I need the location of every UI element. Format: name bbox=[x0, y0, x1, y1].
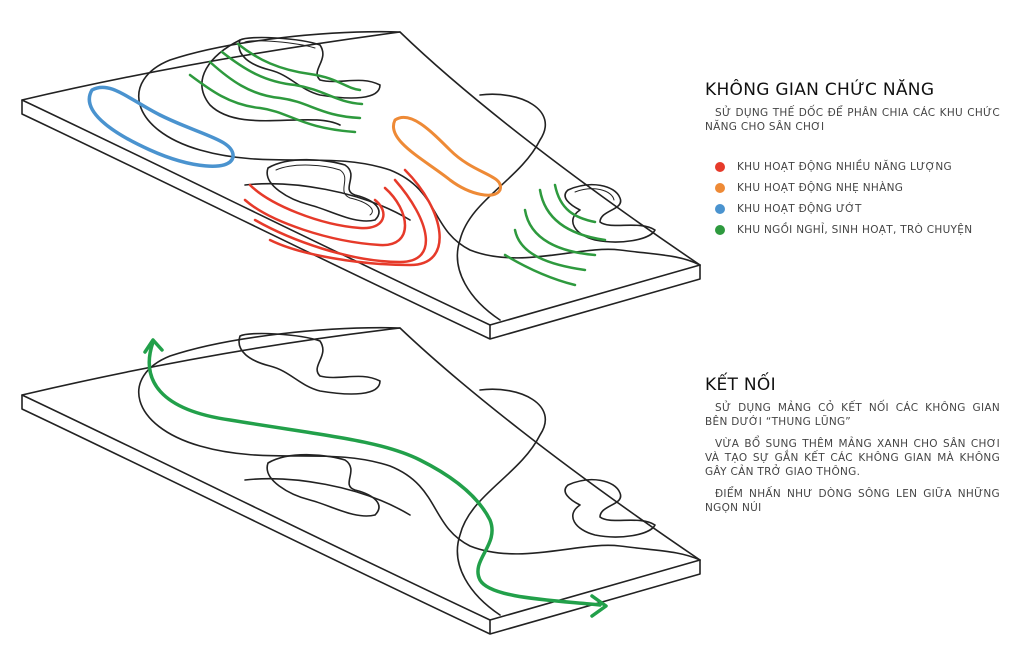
slab-top-surface bbox=[21, 327, 701, 621]
slab-edge bbox=[21, 394, 701, 635]
red-dot-icon bbox=[715, 161, 725, 172]
section-title: KẾT NỐI bbox=[705, 375, 776, 395]
paragraph: ĐIỂM NHẤN NHƯ DÒNG SÔNG LEN GIỮA NHỮNG N… bbox=[705, 488, 1000, 514]
blue-dot-icon bbox=[715, 203, 725, 214]
legend-item: KHU NGỒI NGHỈ, SINH HOẠT, TRÒ CHUYỆN bbox=[705, 219, 1000, 240]
functional-zones-model bbox=[21, 30, 701, 340]
paragraph: VỪA BỔ SUNG THÊM MẢNG XANH CHO SÂN CHƠI … bbox=[705, 438, 1000, 478]
connection-model bbox=[21, 326, 701, 635]
paragraph: SỬ DỤNG MẢNG CỎ KẾT NỐI CÁC KHÔNG GIAN B… bbox=[705, 402, 1000, 428]
legend-item: KHU HOẠT ĐỘNG NHIỀU NĂNG LƯỢNG bbox=[705, 156, 1000, 177]
arrow-head-start-icon bbox=[143, 338, 164, 354]
high-energy-zone bbox=[243, 168, 441, 267]
section-title: KHÔNG GIAN CHỨC NĂNG bbox=[705, 80, 935, 100]
section-description: SỬ DỤNG THẾ DỐC ĐỂ PHÂN CHIA CÁC KHU CHỨ… bbox=[705, 107, 1000, 133]
functional-space-panel: KHÔNG GIAN CHỨC NĂNG SỬ DỤNG THẾ DỐC ĐỂ … bbox=[705, 80, 1000, 240]
legend-item: KHU HOẠT ĐỘNG NHẸ NHÀNG bbox=[705, 177, 1000, 198]
connection-panel: KẾT NỐI SỬ DỤNG MẢNG CỎ KẾT NỐI CÁC KHÔN… bbox=[705, 375, 1000, 523]
wet-zone bbox=[87, 85, 235, 168]
green-dot-icon bbox=[715, 224, 725, 235]
zone-legend: KHU HOẠT ĐỘNG NHIỀU NĂNG LƯỢNG KHU HOẠT … bbox=[705, 156, 1000, 240]
light-activity-zone bbox=[391, 115, 502, 197]
slab-top-surface bbox=[21, 31, 701, 326]
rest-zone-lower bbox=[503, 183, 607, 287]
legend-item: KHU HOẠT ĐỘNG ƯỚT bbox=[705, 198, 1000, 219]
arrow-head-end-icon bbox=[590, 594, 608, 618]
rest-zone-upper bbox=[188, 42, 364, 134]
green-connection-path bbox=[147, 340, 602, 607]
orange-dot-icon bbox=[715, 182, 725, 193]
slab-edge bbox=[21, 99, 701, 340]
